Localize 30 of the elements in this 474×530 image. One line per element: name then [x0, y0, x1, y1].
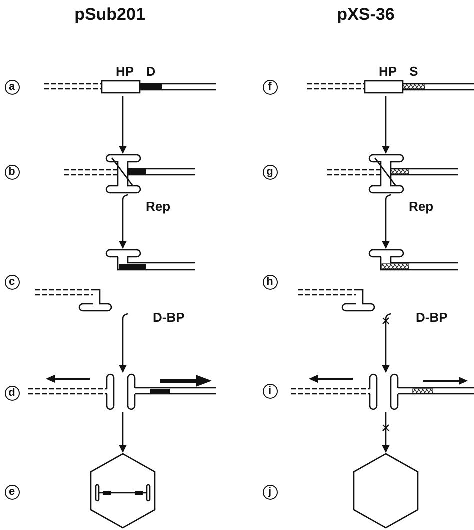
panel-letter: j: [262, 484, 278, 500]
dna-hairpin-drawing: [26, 372, 214, 412]
edge-label: Rep: [146, 200, 171, 213]
dna-hairpin-drawing: [33, 248, 197, 314]
dna-hairpin-drawing: [296, 248, 460, 314]
dna-hairpin-drawing: [289, 372, 473, 412]
panel-letter: a: [4, 80, 20, 94]
dna-hairpin-drawing: [325, 153, 461, 195]
panel-letter: g: [262, 164, 278, 180]
edge-label: Rep: [409, 200, 434, 213]
region-label: S: [410, 65, 418, 78]
capsid-hexagon: [89, 452, 157, 529]
panel-letter: e: [4, 484, 20, 500]
edge-label: D-BP: [416, 311, 448, 324]
region-label: D: [146, 65, 156, 78]
panel-letter: i: [262, 384, 278, 398]
capsid-hexagon: [352, 452, 420, 529]
edge-label: D-BP: [153, 311, 185, 324]
dna-hairpin-drawing: [62, 153, 198, 195]
dna-hairpin-drawing: [305, 78, 473, 96]
panel-letter: d: [4, 386, 20, 400]
panel-letter: h: [262, 274, 278, 290]
region-label: HP: [116, 65, 134, 78]
dna-hairpin-drawing: [42, 78, 214, 96]
column-title: pSub201: [74, 6, 146, 23]
region-label: HP: [378, 65, 398, 78]
panel-letter: f: [262, 80, 278, 94]
panel-letter: c: [4, 274, 20, 290]
panel-letter: b: [4, 164, 20, 180]
column-title: pXS-36: [337, 6, 395, 23]
